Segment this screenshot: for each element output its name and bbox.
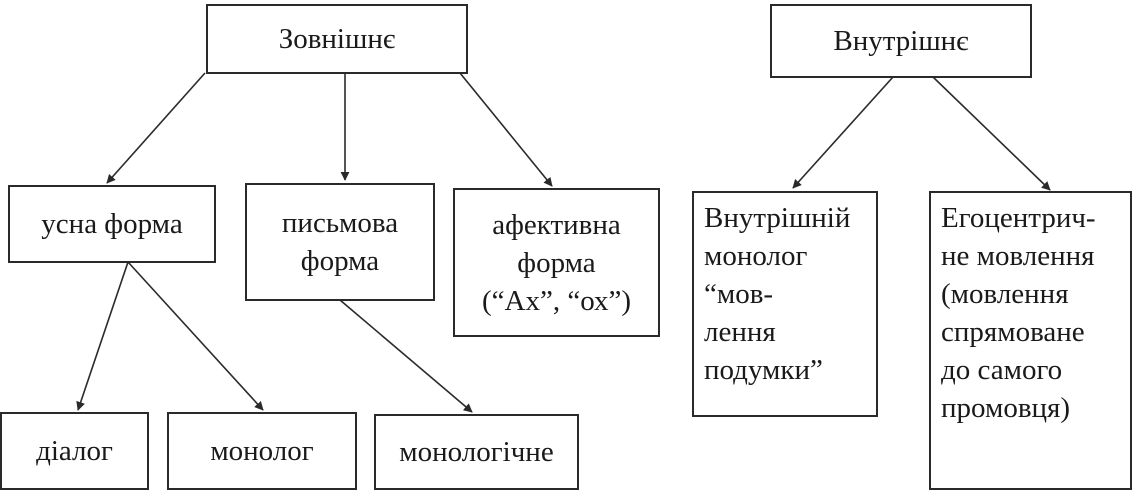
monologic-box: монологічне (374, 414, 579, 490)
egocentric-line-2: не мовлення (941, 240, 1095, 272)
inner-monologue-line-5: подумки” (704, 354, 823, 386)
written-form-box: письмова форма (245, 183, 435, 301)
internal-speech-label: Внутрішнє (833, 25, 969, 57)
egocentric-line-6: промовця) (941, 392, 1071, 424)
affective-form-line-3: (“Ах”, “ох”) (481, 284, 632, 317)
egocentric-line-3: (мовлення (941, 278, 1069, 310)
monologue-box: монолог (167, 412, 357, 490)
inner-monologue-box: Внутрішній монолог “мов- лення подумки” (692, 191, 878, 417)
inner-monologue-line-2: монолог (704, 240, 808, 272)
affective-form-box: афективна форма (“Ах”, “ох”) (453, 188, 660, 337)
dialogue-box: діалог (0, 412, 149, 490)
affective-form-line-1: афективна (492, 208, 621, 241)
monologic-label: монологічне (399, 436, 554, 468)
inner-monologue-line-3: “мов- (704, 278, 774, 310)
affective-form-line-2: форма (517, 246, 596, 279)
dialogue-label: діалог (36, 435, 113, 467)
arrow-external-to-affective (459, 72, 553, 187)
oral-form-label: усна форма (41, 208, 183, 240)
arrow-oral-to-dialogue (76, 261, 129, 411)
egocentric-speech-box: Егоцентрич- не мовлення (мовлення спрямо… (929, 191, 1132, 490)
arrow-internal-to-inner-monologue (792, 76, 894, 189)
arrow-written-to-monologic (339, 299, 473, 413)
internal-speech-box: Внутрішнє (770, 4, 1032, 78)
oral-form-box: усна форма (8, 185, 216, 263)
arrow-external-to-oral (106, 72, 206, 184)
arrow-internal-to-egocentric (932, 76, 1051, 191)
egocentric-line-5: до самого (941, 354, 1063, 386)
arrow-oral-to-monologue (127, 261, 264, 411)
monologue-label: монолог (210, 435, 314, 467)
external-speech-label: Зовнішнє (278, 23, 396, 55)
inner-monologue-line-1: Внутрішній (704, 202, 851, 234)
external-speech-box: Зовнішнє (206, 4, 468, 74)
inner-monologue-line-4: лення (704, 316, 776, 348)
written-form-line-2: форма (300, 245, 380, 277)
egocentric-line-4: спрямоване (941, 316, 1085, 348)
written-form-line-1: письмова (281, 207, 399, 239)
egocentric-line-1: Егоцентрич- (941, 202, 1096, 234)
